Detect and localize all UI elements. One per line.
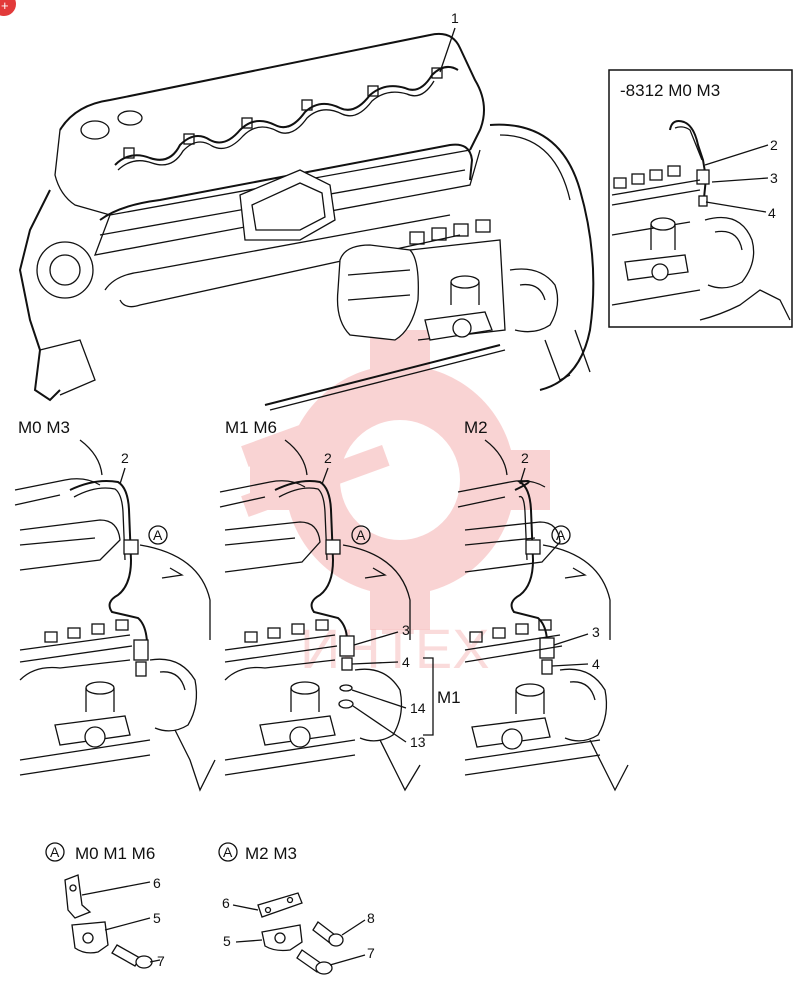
svg-text:A: A	[223, 844, 233, 860]
svg-text:M1 M6: M1 M6	[225, 418, 277, 437]
engine-main-view	[18, 32, 595, 411]
watermark-gear	[241, 330, 550, 630]
svg-text:M2: M2	[464, 418, 488, 437]
svg-text:5: 5	[153, 910, 161, 926]
svg-text:4: 4	[768, 205, 776, 221]
svg-text:M0 M3: M0 M3	[18, 418, 70, 437]
svg-text:6: 6	[153, 875, 161, 891]
panel-m1-m6: M1 M6 A 2 3 4 14 13 M1	[219, 418, 461, 792]
svg-text:A: A	[356, 527, 366, 543]
svg-text:3: 3	[402, 622, 410, 638]
svg-text:13: 13	[410, 734, 426, 750]
svg-text:A: A	[50, 844, 60, 860]
svg-text:M2 M3: M2 M3	[245, 844, 297, 863]
svg-text:-8312 M0 M3: -8312 M0 M3	[620, 81, 720, 100]
svg-text:M0 M1 M6: M0 M1 M6	[75, 844, 155, 863]
inset-box: -8312 M0 M3 2 3 4	[608, 69, 793, 328]
svg-text:6: 6	[222, 895, 230, 911]
svg-text:2: 2	[521, 450, 529, 466]
svg-text:2: 2	[324, 450, 332, 466]
svg-text:1: 1	[451, 10, 459, 26]
svg-text:14: 14	[410, 700, 426, 716]
svg-text:2: 2	[121, 450, 129, 466]
svg-text:+: +	[1, 0, 9, 13]
watermark-text: ИНТЕХ	[300, 617, 490, 680]
svg-text:3: 3	[592, 624, 600, 640]
svg-text:7: 7	[367, 945, 375, 961]
corner-badge: +	[0, 0, 16, 16]
detail-a-m2-m3: A M2 M3 6 5 8 7	[218, 842, 375, 975]
svg-text:7: 7	[157, 953, 165, 969]
svg-text:3: 3	[770, 170, 778, 186]
svg-text:8: 8	[367, 910, 375, 926]
svg-text:A: A	[153, 527, 163, 543]
svg-text:5: 5	[223, 933, 231, 949]
svg-text:M1: M1	[437, 688, 461, 707]
svg-text:A: A	[556, 527, 566, 543]
svg-text:2: 2	[770, 137, 778, 153]
panel-m0-m3: M0 M3 A 2	[14, 418, 216, 792]
detail-a-m0-m1-m6: A M0 M1 M6 6 5 7	[45, 842, 165, 969]
svg-text:4: 4	[592, 656, 600, 672]
panel-m2: M2 A 2 3 4	[457, 418, 629, 792]
svg-text:4: 4	[402, 654, 410, 670]
